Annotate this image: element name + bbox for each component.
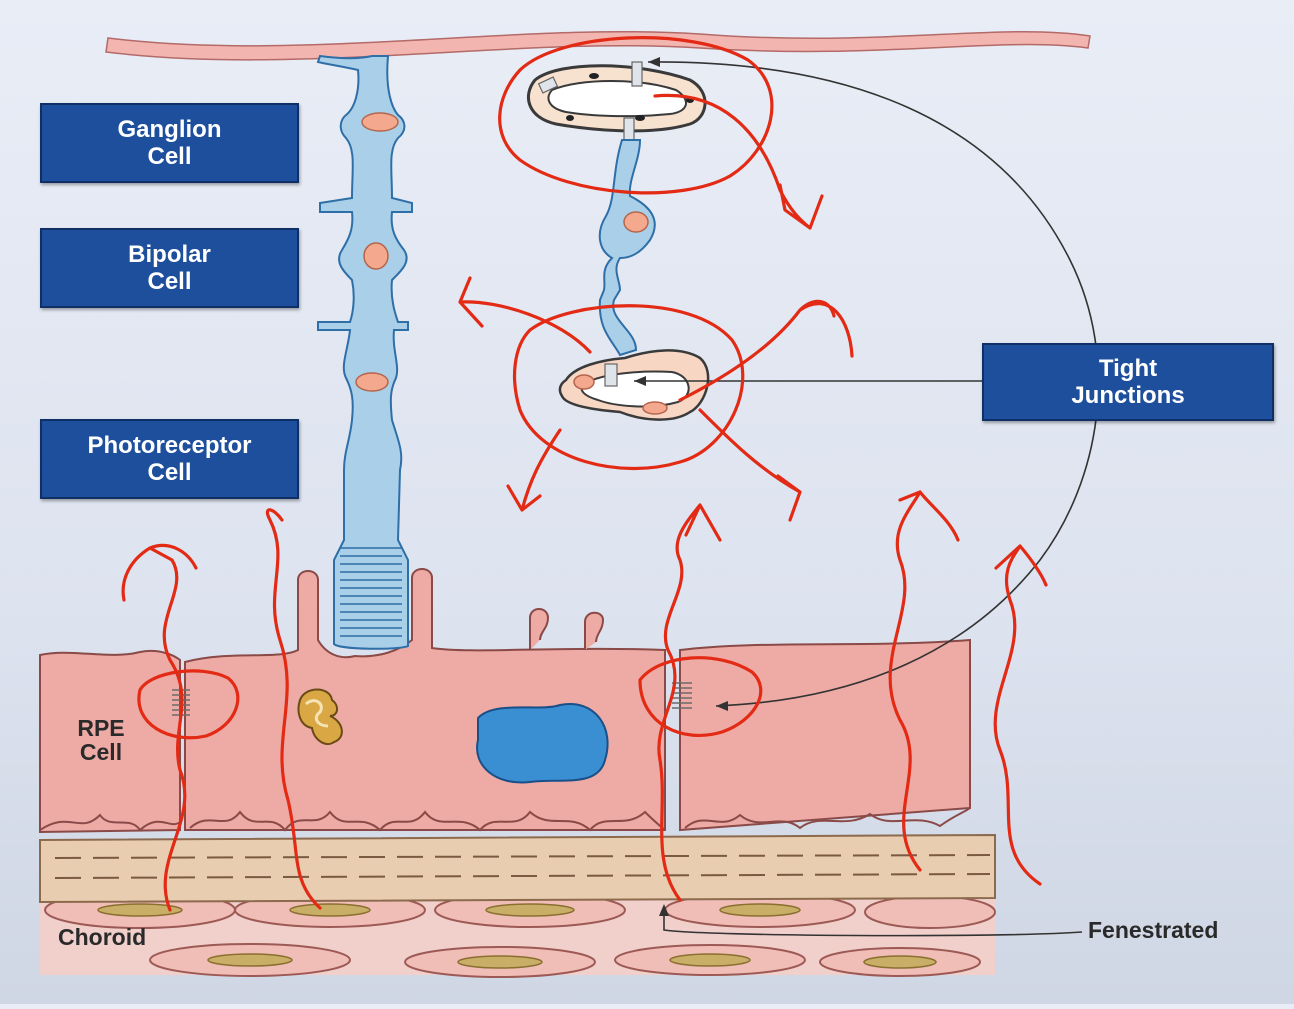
ganglion-cell-label: Ganglion Cell — [40, 103, 299, 183]
rpe-line-2: Cell — [79, 739, 123, 765]
rpe-layer — [39, 568, 971, 834]
photoreceptor-line-1: Photoreceptor — [87, 432, 252, 459]
neuron-column — [316, 54, 413, 650]
bipolar-line-1: Bipolar — [128, 241, 211, 268]
photoreceptor-line-2: Cell — [147, 459, 192, 486]
bipolar-cell-label: Bipolar Cell — [40, 228, 299, 308]
glial-process — [598, 139, 656, 357]
inner-limiting-membrane — [105, 30, 1091, 61]
choroid-layer — [40, 891, 996, 978]
photoreceptor-cell-label: Photoreceptor Cell — [40, 419, 299, 499]
ganglion-line-2: Cell — [147, 143, 192, 170]
bruch-membrane — [39, 833, 996, 904]
ganglion-line-1: Ganglion — [117, 116, 222, 143]
tight-junctions-line-1: Tight — [1098, 355, 1158, 382]
rpe-line-1: RPE — [77, 715, 125, 741]
rpe-cell-label: RPE Cell — [64, 716, 138, 764]
rpe-nucleus — [476, 702, 609, 784]
tight-junctions-label: Tight Junctions — [982, 343, 1274, 421]
tight-junctions-line-2: Junctions — [1071, 382, 1185, 409]
choroid-label: Choroid — [58, 924, 147, 950]
fenestrated-label: Fenestrated — [1088, 917, 1219, 943]
bipolar-line-2: Cell — [147, 268, 192, 295]
capillary-upper — [526, 61, 707, 141]
capillary-lower — [558, 349, 710, 421]
red-annotations — [121, 36, 1048, 912]
